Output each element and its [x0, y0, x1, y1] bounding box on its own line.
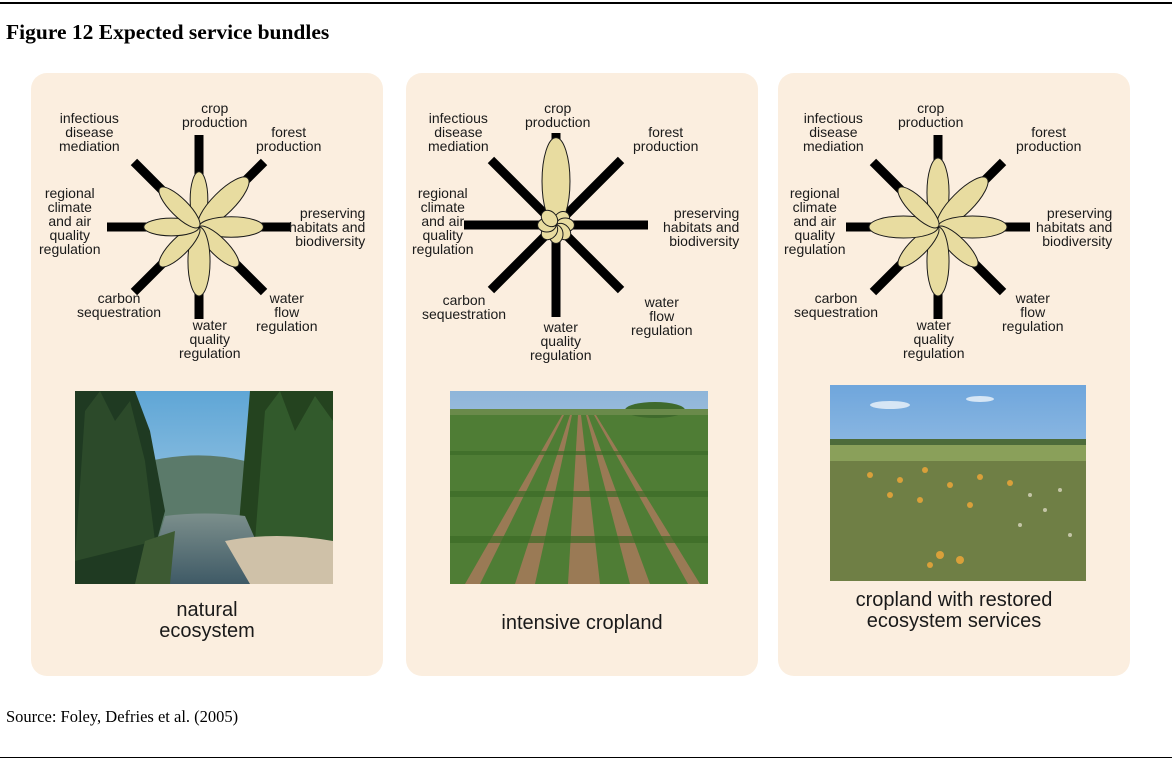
- panel-natural-ecosystem: crop production forest production preser…: [31, 73, 383, 676]
- panel-intensive-cropland: crop production forest production preser…: [406, 73, 758, 676]
- label-carbon-sequestration: carbon sequestration: [422, 292, 507, 322]
- service-flower-diagram: [846, 135, 1030, 319]
- label-preserving-habitats: preserving habitats and biodiversity: [1036, 205, 1113, 249]
- panel-cropland-restored: crop production forest production preser…: [778, 73, 1130, 676]
- label-infectious-disease: infectious disease mediation: [59, 110, 120, 154]
- photo-forest-river: [75, 391, 333, 584]
- petal-disease: [897, 186, 940, 229]
- label-infectious-disease: infectious disease mediation: [428, 110, 489, 154]
- label-water-quality: water quality regulation: [530, 319, 592, 363]
- figure-title: Figure 12 Expected service bundles: [6, 20, 330, 44]
- label-regional-climate: regional climate and air quality regulat…: [39, 185, 101, 257]
- label-carbon-sequestration: carbon sequestration: [77, 290, 162, 320]
- label-water-quality: water quality regulation: [179, 317, 241, 361]
- label-water-flow: water flow regulation: [256, 290, 318, 334]
- label-preserving-habitats: preserving habitats and biodiversity: [289, 205, 366, 249]
- service-flower-diagram: [464, 133, 648, 317]
- photo-restored-prairie: [830, 385, 1086, 581]
- label-crop-production: crop production: [525, 100, 591, 130]
- petal-disease: [158, 186, 201, 229]
- label-forest-production: forest production: [256, 124, 322, 154]
- source-note: Source: Foley, Defries et al. (2005): [6, 707, 239, 726]
- panel-caption: natural ecosystem: [159, 599, 255, 642]
- label-water-flow: water flow regulation: [631, 294, 693, 338]
- label-crop-production: crop production: [182, 100, 248, 130]
- panel-caption: cropland with restored ecosystem service…: [855, 589, 1053, 632]
- top-rule: [0, 2, 1172, 4]
- label-water-quality: water quality regulation: [903, 317, 965, 361]
- bottom-rule: [0, 757, 1172, 758]
- petal-disease: [540, 209, 559, 228]
- service-flower-diagram: [107, 135, 291, 319]
- label-carbon-sequestration: carbon sequestration: [794, 290, 879, 320]
- label-water-flow: water flow regulation: [1002, 290, 1064, 334]
- label-forest-production: forest production: [633, 124, 699, 154]
- label-forest-production: forest production: [1016, 124, 1082, 154]
- label-preserving-habitats: preserving habitats and biodiversity: [663, 205, 740, 249]
- photo-crop-rows: [450, 391, 708, 584]
- panel-caption: intensive cropland: [501, 612, 663, 634]
- label-crop-production: crop production: [898, 100, 964, 130]
- label-regional-climate: regional climate and air quality regulat…: [784, 185, 846, 257]
- label-regional-climate: regional climate and air quality regulat…: [412, 185, 474, 257]
- label-infectious-disease: infectious disease mediation: [803, 110, 864, 154]
